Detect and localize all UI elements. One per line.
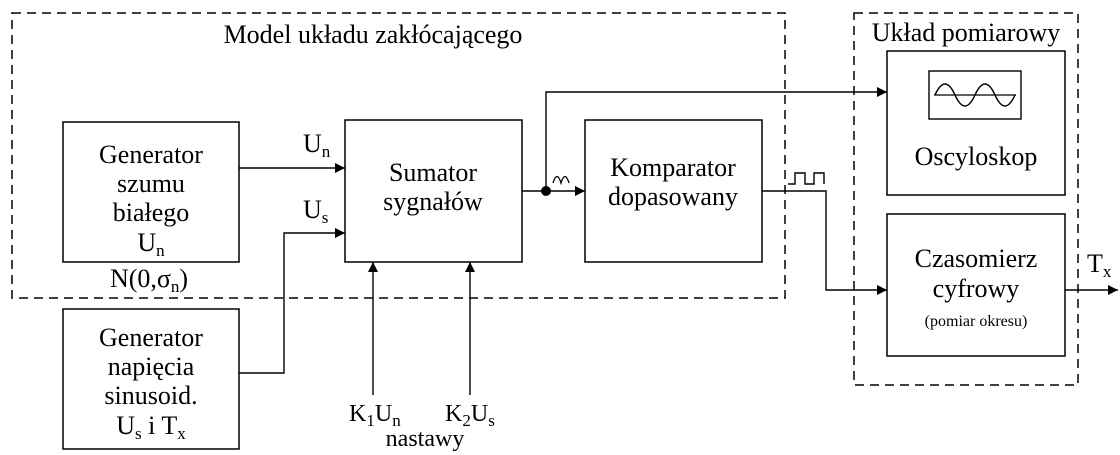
sine-generator-params: Us i Tx [116,411,186,443]
measurement-system-title: Układ pomiarowy [872,18,1060,47]
tx-signal-label: Tx [1087,249,1112,281]
sine-generator-line3: sinusoid. [104,381,197,410]
un-signal-label: Un [303,129,331,161]
sine-generator-line2: napięcia [108,352,195,381]
noisy-signal-glyph [552,175,570,186]
noise-generator-line3: białego [113,198,190,227]
k2-setting-label: K2Us [445,401,495,430]
square-wave-glyph [788,172,825,185]
measurement-system-frame [853,12,1079,386]
sine-generator-line1: Generator [99,323,203,352]
oscilloscope-screen-icon [928,70,1022,120]
comparator-to-counter-wire [762,190,887,295]
noise-generator-line2: szumu [117,169,185,198]
noise-generator-line1: Generator [99,140,203,169]
counter-block [886,213,1066,357]
counter-line2: cyfrowy [933,274,1020,303]
sine-generator-block [62,308,240,450]
disturbance-model-title: Model układu zakłócającego [224,20,523,49]
to-oscilloscope-wire [545,87,887,191]
counter-line1: Czasomierz [915,244,1038,273]
counter-line3: (pomiar okresu) [925,313,1028,330]
us-wire [239,228,345,374]
noise-generator-block [62,121,240,263]
summator-line2: sygnałów [383,187,483,216]
summator-line1: Sumator [389,158,477,187]
comparator-block [584,119,763,263]
disturbance-model-frame [11,12,786,299]
noise-distribution-label: N(0,σn) [110,264,188,296]
comparator-line1: Komparator [610,153,736,182]
noise-generator-output-label: Un [137,228,165,260]
k1-setting-label: K1Un [349,401,401,430]
settings-caption: nastawy [386,426,465,452]
summator-block [344,119,523,263]
oscilloscope-label: Oscyloskop [915,142,1038,171]
comparator-line2: dopasowany [608,182,738,211]
us-signal-label: Us [303,195,328,227]
